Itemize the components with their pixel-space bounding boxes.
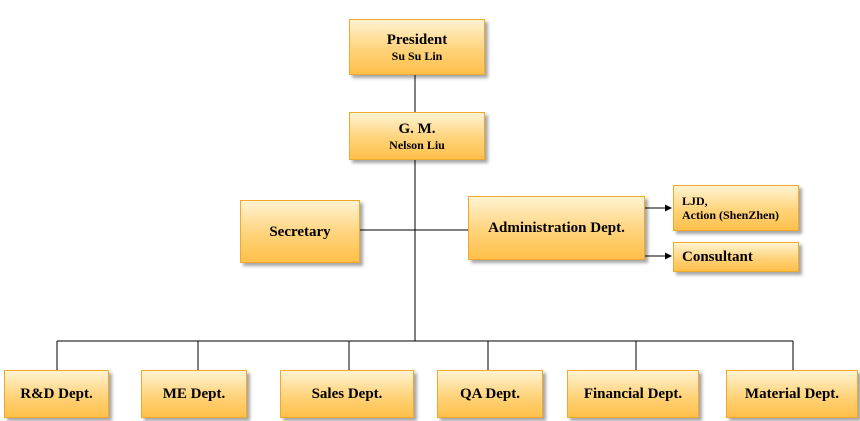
node-material: Material Dept.	[726, 370, 858, 418]
material-title: Material Dept.	[744, 386, 840, 402]
gm-name: Nelson Liu	[389, 137, 445, 152]
president-title: President	[386, 31, 448, 48]
node-secretary: Secretary	[240, 200, 360, 263]
sales-title: Sales Dept.	[311, 386, 383, 402]
ljd-line1: LJD,	[682, 193, 708, 208]
consultant-title: Consultant	[682, 249, 753, 265]
ljd-line2: Action (ShenZhen)	[682, 208, 780, 222]
qa-title: QA Dept.	[460, 386, 520, 402]
node-administration: Administration Dept.	[468, 196, 645, 260]
node-qa: QA Dept.	[437, 370, 543, 418]
node-financial: Financial Dept.	[567, 370, 699, 418]
node-president: President Su Su Lin	[349, 19, 485, 75]
president-name: Su Su Lin	[391, 48, 443, 63]
node-sales: Sales Dept.	[280, 370, 414, 418]
node-rd: R&D Dept.	[4, 370, 109, 418]
node-gm: G. M. Nelson Liu	[349, 112, 485, 160]
secretary-title: Secretary	[269, 223, 331, 240]
gm-title: G. M.	[398, 120, 436, 137]
arrow-to-ljd	[665, 204, 672, 212]
arrow-to-consultant	[665, 252, 672, 260]
me-title: ME Dept.	[162, 386, 226, 402]
node-consultant: Consultant	[673, 242, 799, 272]
rd-title: R&D Dept.	[20, 386, 93, 402]
administration-title: Administration Dept.	[488, 220, 625, 236]
node-ljd: LJD, Action (ShenZhen)	[673, 185, 799, 231]
financial-title: Financial Dept.	[583, 386, 683, 402]
node-me: ME Dept.	[141, 370, 247, 418]
